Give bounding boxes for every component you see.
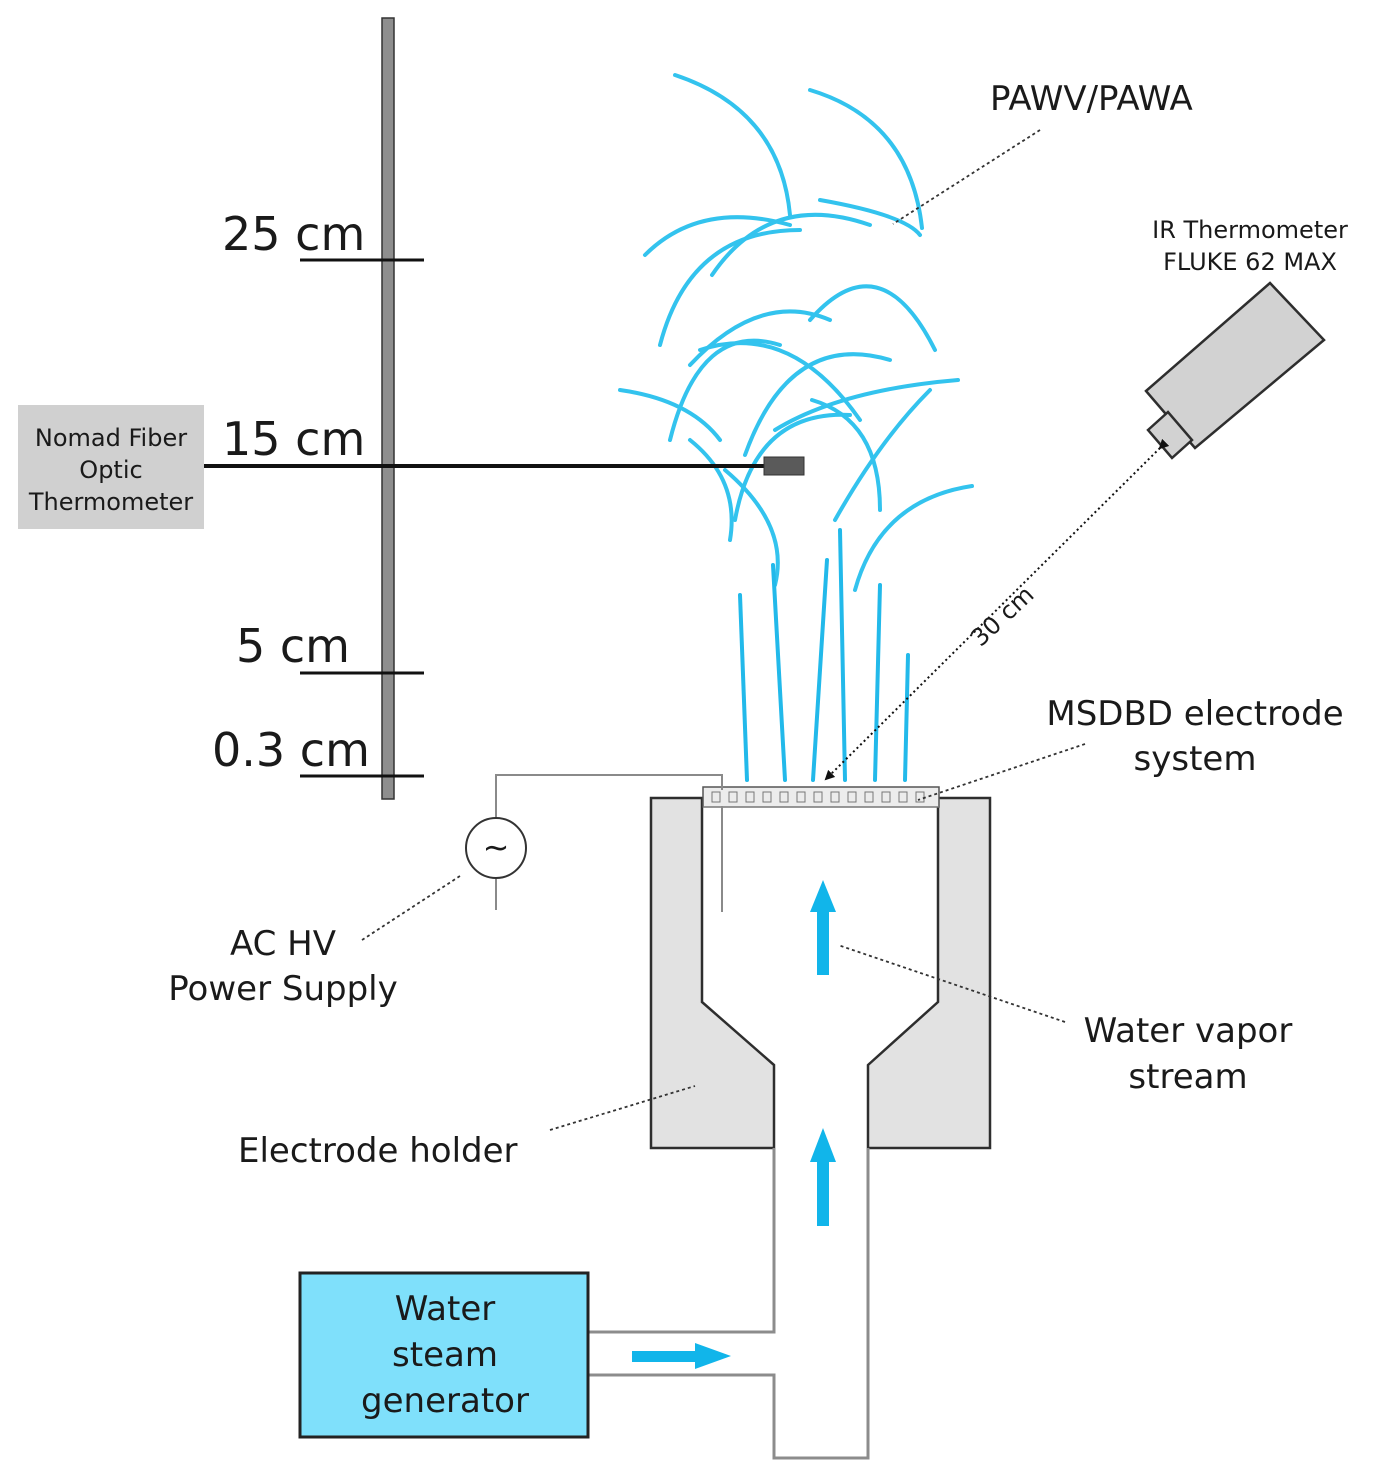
electrode-holder-left-wall xyxy=(649,796,776,1150)
plasma-jet xyxy=(771,563,787,782)
plasma-arc xyxy=(668,338,782,442)
pipe-lower-wall xyxy=(588,1148,870,1460)
electrode-cell xyxy=(847,791,857,803)
plasma-jet xyxy=(873,583,882,782)
electrode-holder-label: Electrode holder xyxy=(238,1131,518,1171)
plasma-vertical-jets xyxy=(738,528,910,782)
msdbd-leader-line xyxy=(917,743,1086,801)
plasma-discharge-arcs xyxy=(618,73,974,592)
electrode-cell xyxy=(796,791,806,803)
fiber-thermometer-label-line2: Optic xyxy=(79,456,142,484)
scale-label-0.3cm: 0.3 cm xyxy=(212,723,370,777)
ir-distance-label: 30 cm xyxy=(966,580,1040,651)
fiber-thermometer-label-line1: Nomad Fiber xyxy=(35,424,187,452)
plasma-arc xyxy=(643,215,792,257)
msdbd-electrode-plate xyxy=(702,786,940,808)
vapor-stream-leader-line xyxy=(837,944,1066,1023)
electrode-cell xyxy=(762,791,772,803)
msdbd-electrode xyxy=(702,786,940,808)
electrode-holder-leader-line xyxy=(549,1085,696,1131)
plasma-arc xyxy=(710,212,872,277)
plasma-arc xyxy=(698,341,862,422)
electrode-cell xyxy=(813,791,823,803)
plasma-arc xyxy=(833,388,932,522)
steam-flow-arrow-horizontal xyxy=(632,1343,731,1369)
plasma-jet xyxy=(838,528,847,782)
vapor-stream-label-line1: Water vapor xyxy=(1084,1011,1293,1051)
electrode-cell xyxy=(830,791,840,803)
power-supply-label-line1: AC HV xyxy=(230,924,336,964)
ir-distance-line xyxy=(824,438,1170,781)
electrode-cell xyxy=(711,791,721,803)
steam-generator-label-line1: Water xyxy=(395,1289,496,1329)
ir-thermometer-label-line1: IR Thermometer xyxy=(1152,216,1348,244)
plasma-arc xyxy=(618,388,722,442)
scale-label-15cm: 15 cm xyxy=(222,412,365,466)
electrode-cell xyxy=(745,791,755,803)
fiber-probe-tip xyxy=(763,456,805,476)
fiber-thermometer-box xyxy=(18,405,204,529)
electrode-cell xyxy=(898,791,908,803)
steam-generator-label-line3: generator xyxy=(361,1381,529,1421)
plasma-arc xyxy=(743,352,892,457)
plasma-arc xyxy=(808,284,937,352)
electrode-cell xyxy=(881,791,891,803)
plasma-arc xyxy=(733,412,852,522)
plasma-jet xyxy=(811,558,829,782)
msdbd-label-line1: MSDBD electrode xyxy=(1046,694,1343,734)
measurement-rod xyxy=(381,17,395,800)
fiber-thermometer-label-line3: Thermometer xyxy=(28,488,193,516)
ac-power-tilde: ~ xyxy=(483,828,510,866)
plasma-arc xyxy=(773,378,960,432)
pipe-left-wall xyxy=(588,1148,776,1334)
plasma-leader-line xyxy=(892,129,1041,225)
plasma-arc xyxy=(673,73,792,217)
plasma-jet xyxy=(738,593,749,782)
electrode-holder-right-wall xyxy=(866,796,992,1150)
electrode-cell xyxy=(915,791,925,803)
ir-thermometer-label-line2: FLUKE 62 MAX xyxy=(1163,248,1337,276)
vapor-stream-label-line2: stream xyxy=(1128,1057,1247,1097)
scale-label-5cm: 5 cm xyxy=(236,619,350,673)
power-supply-label-line2: Power Supply xyxy=(168,969,397,1009)
msdbd-label-line2: system xyxy=(1134,739,1257,779)
plasma-jet xyxy=(903,653,910,782)
electrode-cell xyxy=(779,791,789,803)
steam-generator-label-line2: steam xyxy=(392,1335,498,1375)
msdbd-electrode-cells xyxy=(711,791,925,803)
ac-power-source-symbol xyxy=(465,817,527,879)
plasma-arc xyxy=(688,438,734,542)
power-wire-top xyxy=(495,774,723,818)
plasma-arc xyxy=(808,88,924,230)
vapor-flow-arrow-upper xyxy=(810,880,836,975)
plasma-label: PAWV/PAWA xyxy=(990,79,1193,119)
vapor-flow-arrow-lower xyxy=(810,1128,836,1226)
plasma-arc xyxy=(723,468,780,587)
plasma-arc xyxy=(853,484,974,592)
plasma-arc xyxy=(658,228,802,347)
plasma-arc xyxy=(818,198,922,237)
steam-generator-box xyxy=(298,1271,590,1439)
electrode-cell xyxy=(864,791,874,803)
electrode-cell xyxy=(728,791,738,803)
scale-label-25cm: 25 cm xyxy=(222,207,365,261)
power-supply-leader-line xyxy=(361,875,461,941)
